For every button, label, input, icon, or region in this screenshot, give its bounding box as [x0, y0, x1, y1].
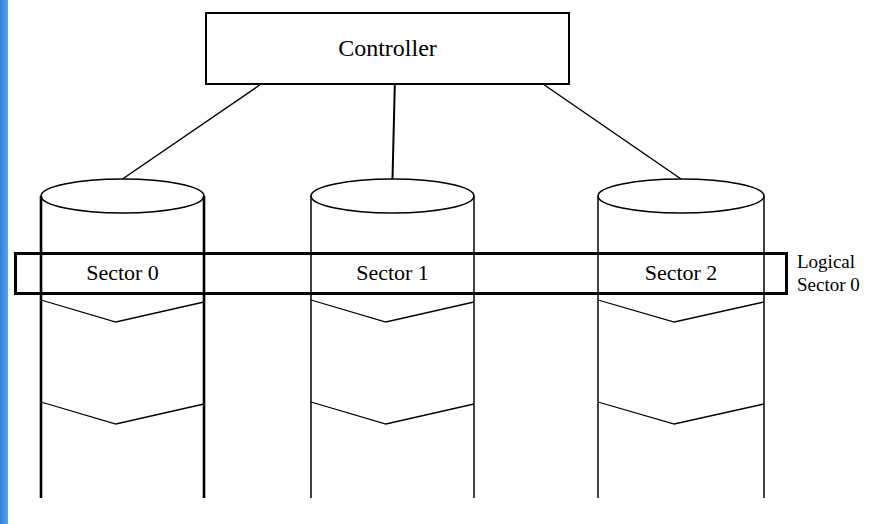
sector-label: Sector 1: [310, 261, 475, 285]
disk-cylinder: Sector 1: [310, 178, 475, 498]
platter-line: [41, 300, 204, 322]
platter-line: [41, 402, 204, 424]
sector-label: Sector 2: [597, 261, 765, 285]
disk-cylinder: Sector 2: [597, 178, 765, 498]
cylinder-side: [203, 196, 206, 498]
connector-line: [123, 85, 260, 179]
connector-line: [393, 85, 395, 179]
logical-sector-band: Logical Sector 0: [14, 252, 788, 295]
platter-line: [311, 300, 474, 322]
cylinder-outline: [597, 178, 765, 498]
cylinder-side: [310, 196, 312, 498]
cylinder-side: [473, 196, 475, 498]
side-strip: [0, 0, 8, 524]
platter-line: [598, 300, 764, 322]
cylinder-side: [597, 196, 599, 498]
node-label: Controller: [338, 35, 437, 62]
platter-line: [598, 402, 764, 424]
band-label: Logical Sector 0: [797, 251, 869, 297]
sector-label: Sector 0: [40, 261, 205, 285]
cylinder-outline: [40, 178, 205, 498]
disk-cylinder: Sector 0: [40, 178, 205, 498]
cylinder-side: [763, 196, 765, 498]
platter-line: [311, 402, 474, 424]
connector-line: [544, 85, 681, 179]
controller-box: Controller: [205, 12, 570, 85]
cylinder-top: [311, 179, 474, 213]
cylinder-top: [598, 179, 764, 213]
cylinder-side: [40, 196, 43, 498]
cylinder-top: [41, 179, 204, 213]
cylinder-outline: [310, 178, 475, 498]
